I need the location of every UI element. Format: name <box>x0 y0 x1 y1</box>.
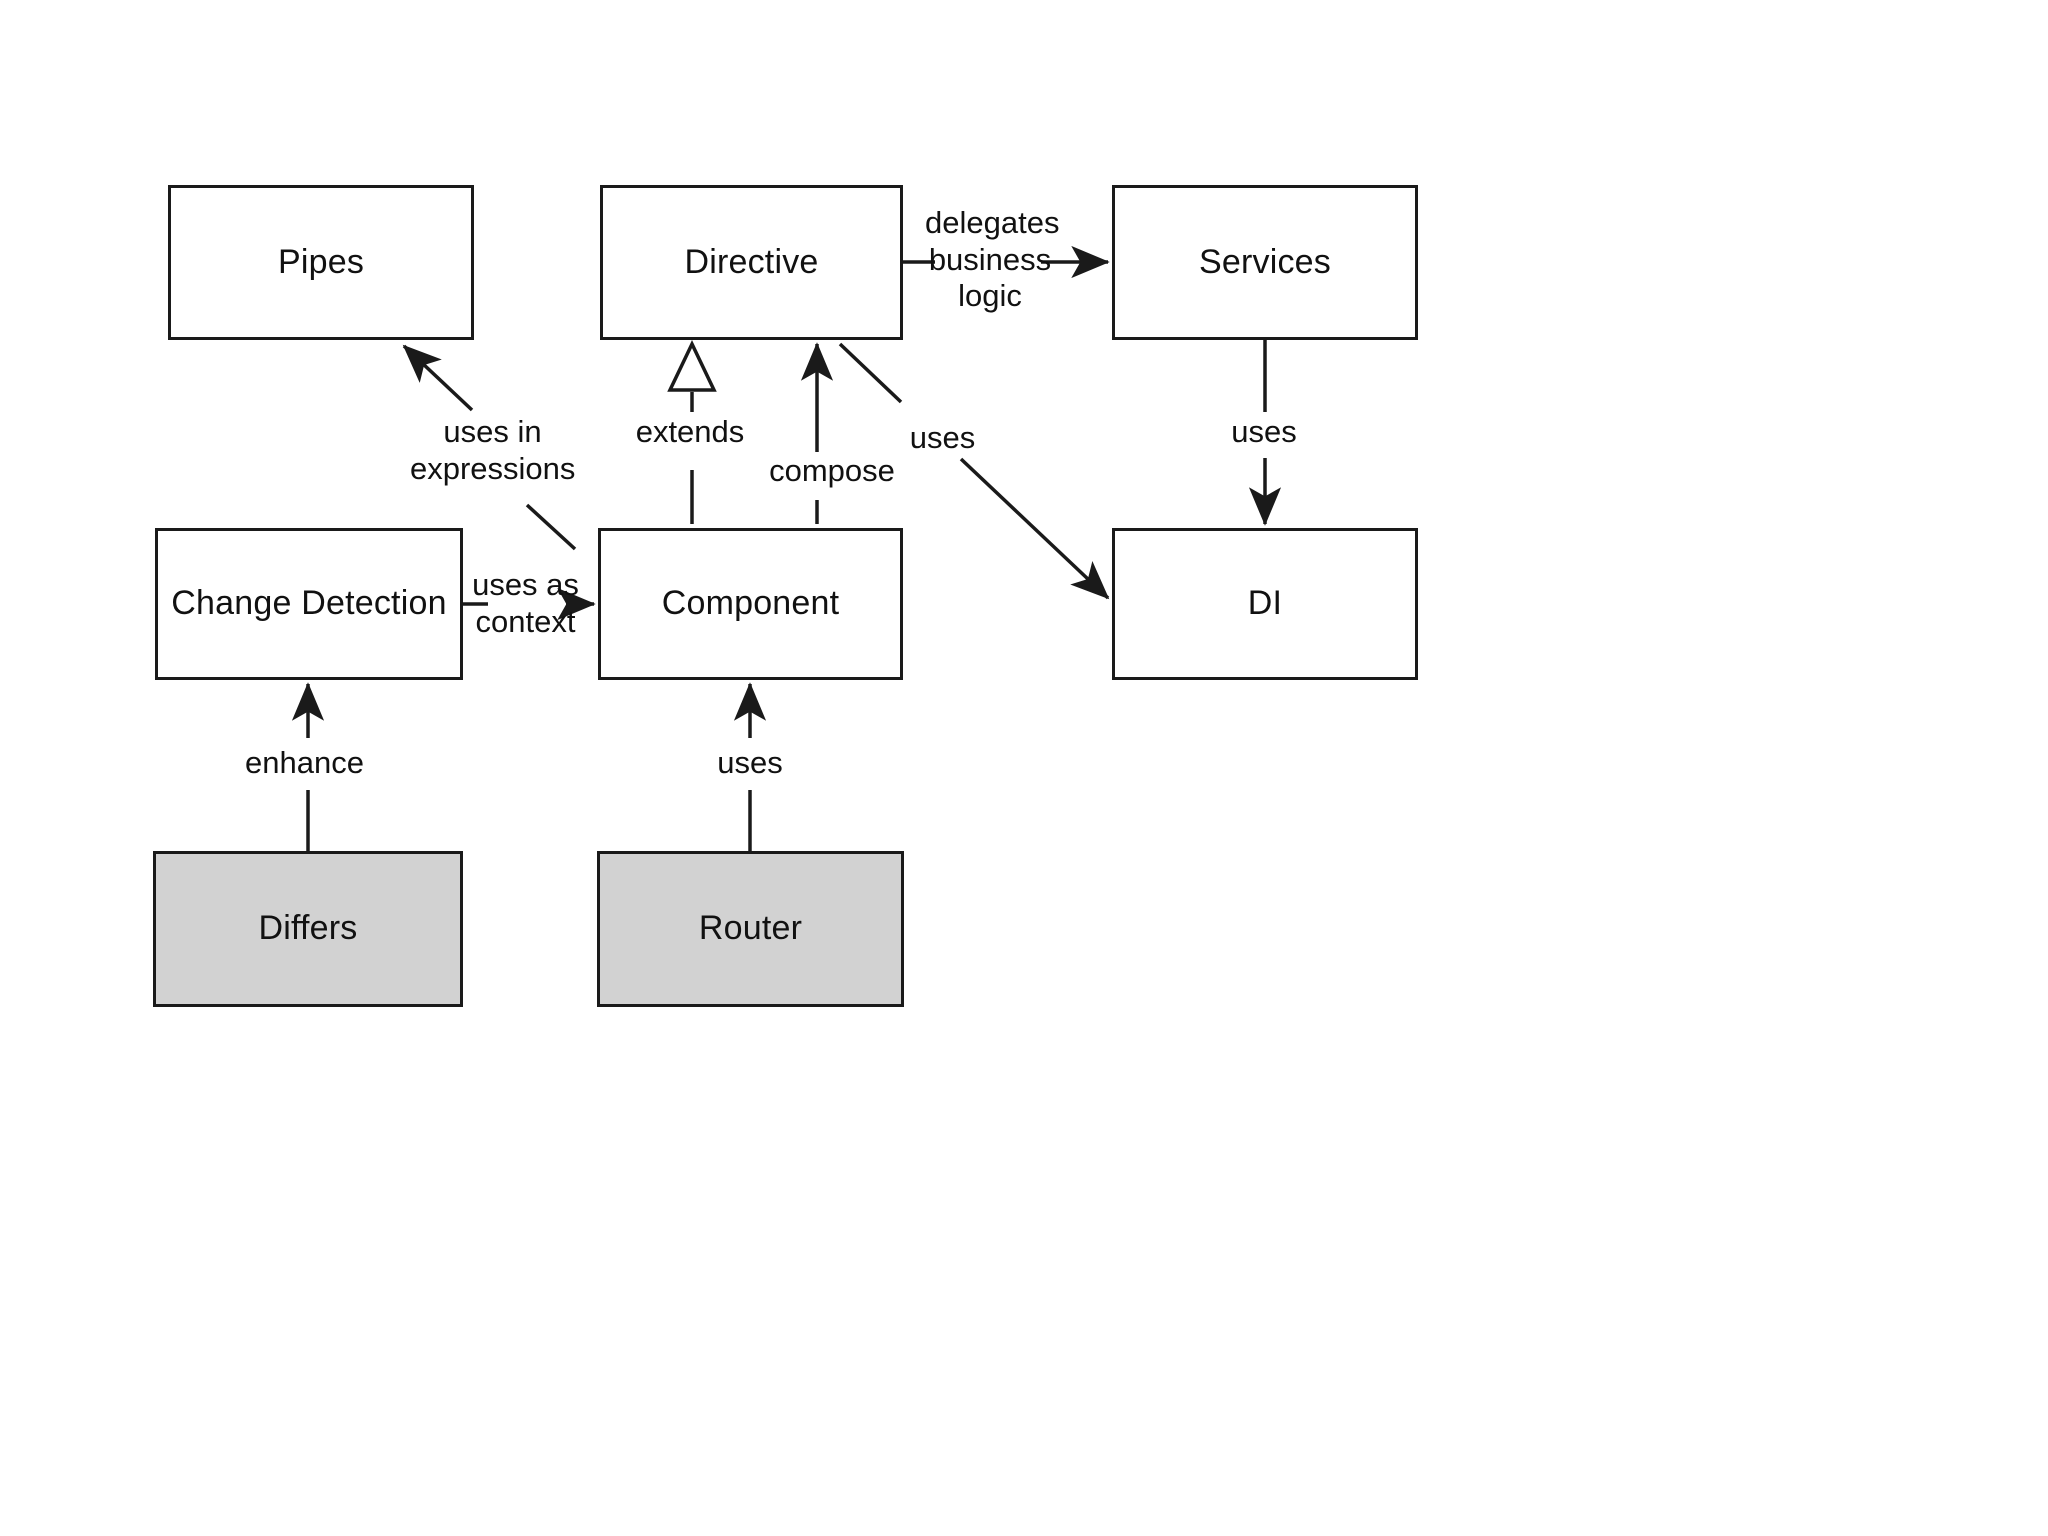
node-differs[interactable]: Differs <box>153 851 463 1007</box>
edge-label-compose: compose <box>769 453 895 488</box>
node-router-label: Router <box>698 909 803 948</box>
node-directive-label: Directive <box>684 242 819 281</box>
node-di-label: DI <box>1247 584 1283 623</box>
node-router[interactable]: Router <box>597 851 904 1007</box>
node-directive[interactable]: Directive <box>600 185 903 340</box>
edge-label-router-uses: uses <box>717 745 783 780</box>
node-component-label: Component <box>661 584 840 623</box>
node-pipes[interactable]: Pipes <box>168 185 474 340</box>
edge-label-uses-in-expressions: uses in expressions <box>410 414 576 486</box>
edge-label-directive-uses-di: uses <box>909 420 976 455</box>
edge-label-uses-as-context: uses as context <box>472 567 579 639</box>
node-change-detection-label: Change Detection <box>171 584 447 623</box>
edge-label-services-uses: uses <box>1231 414 1297 449</box>
node-change-detection[interactable]: Change Detection <box>155 528 463 680</box>
node-differs-label: Differs <box>258 909 358 948</box>
node-pipes-label: Pipes <box>277 242 365 281</box>
node-services[interactable]: Services <box>1112 185 1418 340</box>
edge-label-delegates-business-logic: delegates business logic <box>925 205 1060 314</box>
hollow-triangle-icon <box>667 339 717 392</box>
edge-label-extends: extends <box>635 414 745 449</box>
node-component[interactable]: Component <box>598 528 903 680</box>
node-services-label: Services <box>1199 242 1331 281</box>
node-di[interactable]: DI <box>1112 528 1418 680</box>
edge-label-enhance: enhance <box>245 745 364 780</box>
